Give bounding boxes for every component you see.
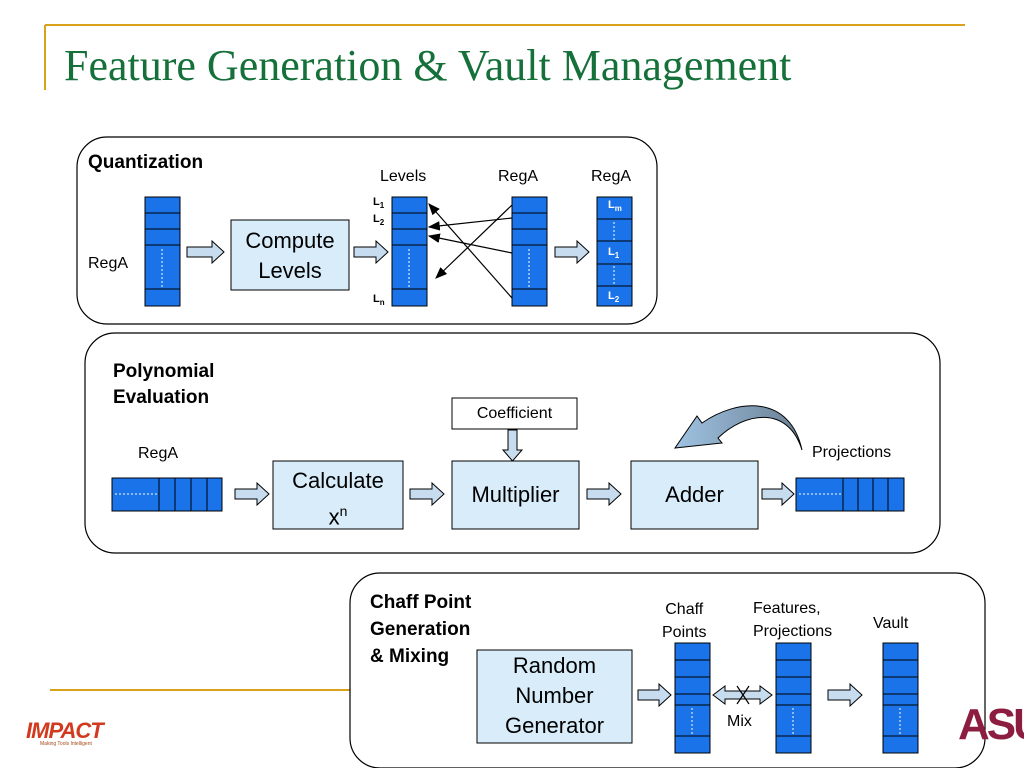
coefficient-arrow [501, 429, 524, 462]
chaff-points-header-line-1: Chaff [665, 601, 704, 618]
projections-label: Projections [812, 444, 892, 461]
impact-logo: IMPACT [26, 718, 104, 743]
quant-input-register [144, 196, 181, 307]
output-label-1-base: L [608, 246, 615, 258]
levels-register [391, 196, 428, 307]
chaff-heading-line-2: Generation [370, 619, 471, 640]
rng-line-2: Number [515, 683, 594, 708]
features-header: Features, Projections [753, 597, 832, 643]
block-arrow-2 [353, 239, 389, 265]
polynomial-heading: Polynomial Evaluation [113, 359, 214, 411]
rng-line-1: Random [512, 653, 597, 678]
block-arrow-9 [827, 682, 863, 708]
mix-cross-b [736, 685, 750, 705]
rega-header-middle: RegA [498, 168, 539, 185]
polynomial-heading-line-2: Evaluation [113, 387, 210, 408]
block-arrow-3 [554, 239, 590, 265]
compute-levels-line-1: Compute [245, 228, 335, 253]
rng-box [476, 649, 633, 744]
block-arrow-7 [761, 481, 795, 507]
rng-label: Random Number Generator [477, 651, 632, 741]
level-label-2-base: L [373, 213, 380, 225]
block-arrow-6 [586, 481, 622, 507]
mapping-arrows [427, 203, 513, 299]
levels-header: Levels [380, 168, 427, 185]
coefficient-box [451, 397, 578, 430]
output-label-m-base: L [608, 199, 615, 211]
features-register [775, 642, 812, 754]
chaff-heading-line-3: & Mixing [370, 646, 450, 667]
calculate-line-2: xn [273, 496, 403, 532]
level-label-1-base: L [373, 196, 380, 208]
chaff-points-header: Chaff Points [662, 598, 706, 644]
chaff-points-register [674, 642, 711, 754]
output-label-2-base: L [608, 290, 615, 302]
output-label-m-sub: m [614, 204, 622, 214]
chaff-heading-line-1: Chaff Point [370, 592, 472, 613]
vault-header: Vault [873, 615, 909, 632]
compute-levels-line-2: Levels [258, 258, 322, 283]
calculate-line-1: Calculate [292, 468, 384, 493]
features-header-line-2: Projections [753, 623, 833, 640]
rng-line-3: Generator [504, 713, 605, 738]
calculate-sup: n [339, 503, 348, 519]
calculate-label: Calculate xn [273, 466, 403, 532]
level-label-n-sub: n [379, 298, 385, 308]
asu-logo: ASU [958, 700, 1024, 749]
block-arrow-1 [186, 239, 225, 265]
rega-register-output [596, 196, 633, 307]
output-label-m: Lm [608, 199, 622, 213]
level-label-1: L1 [373, 196, 384, 210]
calculate-box [272, 460, 404, 530]
chaff-heading: Chaff Point Generation & Mixing [370, 589, 471, 670]
quant-input-label: RegA [88, 255, 129, 272]
output-label-2: L2 [608, 290, 619, 304]
level-label-2-sub: 2 [379, 218, 385, 228]
feedback-curved-arrow [673, 405, 803, 451]
output-label-1-sub: 1 [614, 251, 620, 261]
adder-box [630, 460, 759, 530]
impact-logo-tagline: Making Tools Intelligent [40, 741, 92, 747]
level-label-1-sub: 1 [379, 201, 385, 211]
features-header-line-1: Features, [753, 600, 821, 617]
output-label-1: L1 [608, 246, 619, 260]
compute-levels-label: Compute Levels [231, 226, 349, 286]
poly-input-register [111, 477, 223, 512]
rega-register-middle [511, 196, 548, 307]
poly-input-label: RegA [138, 445, 179, 462]
page-title: Feature Generation & Vault Management [64, 41, 792, 90]
coefficient-label: Coefficient [476, 405, 553, 422]
polynomial-heading-line-1: Polynomial [113, 361, 215, 382]
level-label-2: L2 [373, 213, 384, 227]
block-arrow-5 [409, 481, 445, 507]
rega-header-output: RegA [591, 168, 632, 185]
adder-label: Adder [665, 482, 724, 507]
calculate-base: x [328, 504, 340, 530]
multiplier-box [451, 460, 580, 530]
block-arrow-8 [637, 682, 672, 708]
level-label-n-base: L [373, 293, 380, 305]
compute-levels-box [230, 219, 350, 291]
output-label-2-sub: 2 [614, 295, 620, 305]
block-arrow-4 [234, 481, 270, 507]
quantization-heading: Quantization [88, 152, 204, 173]
projections-register [795, 477, 905, 512]
vault-register [882, 642, 919, 754]
chaff-points-header-line-2: Points [662, 624, 707, 641]
multiplier-label: Multiplier [471, 482, 560, 507]
mix-label: Mix [727, 713, 752, 730]
level-label-n: Ln [373, 293, 385, 307]
